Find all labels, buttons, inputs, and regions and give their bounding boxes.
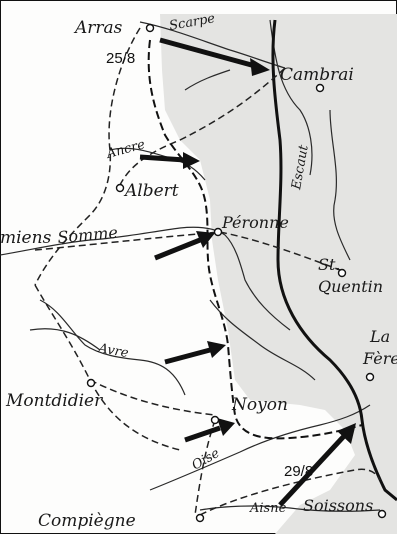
label-la-fere-line1: La: [369, 327, 390, 346]
road-amiens-montdidier: [34, 284, 181, 451]
label-compiegne: Compiègne: [38, 511, 136, 531]
town-marker-cambrai: [315, 83, 325, 93]
river-escaut-upper: [269, 19, 313, 176]
attack-arrow-oise: [184, 418, 235, 443]
label-river-avre: Avre: [96, 341, 130, 361]
label-date-north: 25/8: [106, 50, 135, 67]
label-montdidier: Montdidier: [5, 391, 103, 411]
attack-arrow-aisne: [278, 423, 356, 507]
label-peronne: Péronne: [221, 213, 289, 232]
label-noyon: Noyon: [231, 395, 288, 415]
label-soissons: Soissons: [303, 496, 373, 515]
attack-arrow-scarpe: [159, 37, 270, 76]
label-amiens: miens: [0, 228, 52, 248]
front-line: [147, 39, 363, 440]
river-escaut-lower: [329, 109, 351, 261]
label-cambrai: Cambrai: [280, 65, 354, 85]
attack-arrow-somme: [154, 231, 215, 261]
label-river-aisne: Aisne: [249, 501, 287, 516]
town-marker-soissons: [377, 509, 387, 519]
road-cambrai-albert: [119, 67, 286, 186]
attack-arrow-ancre: [139, 152, 200, 169]
town-marker-albert: [115, 183, 125, 193]
label-albert: Albert: [123, 181, 179, 201]
river-aisne: [199, 505, 381, 512]
road-peronne-stquentin: [219, 231, 341, 271]
town-marker-la-fere: [365, 372, 375, 382]
river-scarpe: [139, 21, 286, 69]
road-arras-amiens: [34, 27, 141, 286]
road-compiegne-soissons: [199, 468, 381, 516]
attack-arrow-avre: [164, 341, 226, 365]
label-arras: Arras: [73, 18, 123, 38]
town-marker-arras: [145, 23, 155, 33]
label-river-somme: Somme: [57, 223, 119, 247]
road-noyon-compiegne: [194, 419, 216, 516]
town-marker-noyon: [210, 415, 220, 425]
label-st-quentin-line1: St.: [318, 255, 340, 274]
river-stream-north: [184, 69, 231, 91]
river-avre: [39, 299, 186, 396]
canal-line: [271, 19, 397, 502]
road-montdidier-noyon: [89, 379, 216, 416]
river-somme: [0, 226, 291, 331]
label-date-south: 29/8: [284, 463, 313, 480]
river-small-south: [209, 299, 316, 381]
town-marker-compiegne: [195, 513, 205, 523]
label-river-oise: Oise: [190, 446, 223, 474]
town-marker-st-quentin: [337, 268, 347, 278]
town-marker-montdidier: [86, 378, 96, 388]
label-st-quentin-line2: Quentin: [318, 277, 383, 296]
river-stream-west: [29, 328, 101, 351]
label-la-fere-line2: Fère: [362, 349, 397, 368]
town-marker-peronne: [213, 227, 223, 237]
river-oise: [149, 404, 371, 491]
